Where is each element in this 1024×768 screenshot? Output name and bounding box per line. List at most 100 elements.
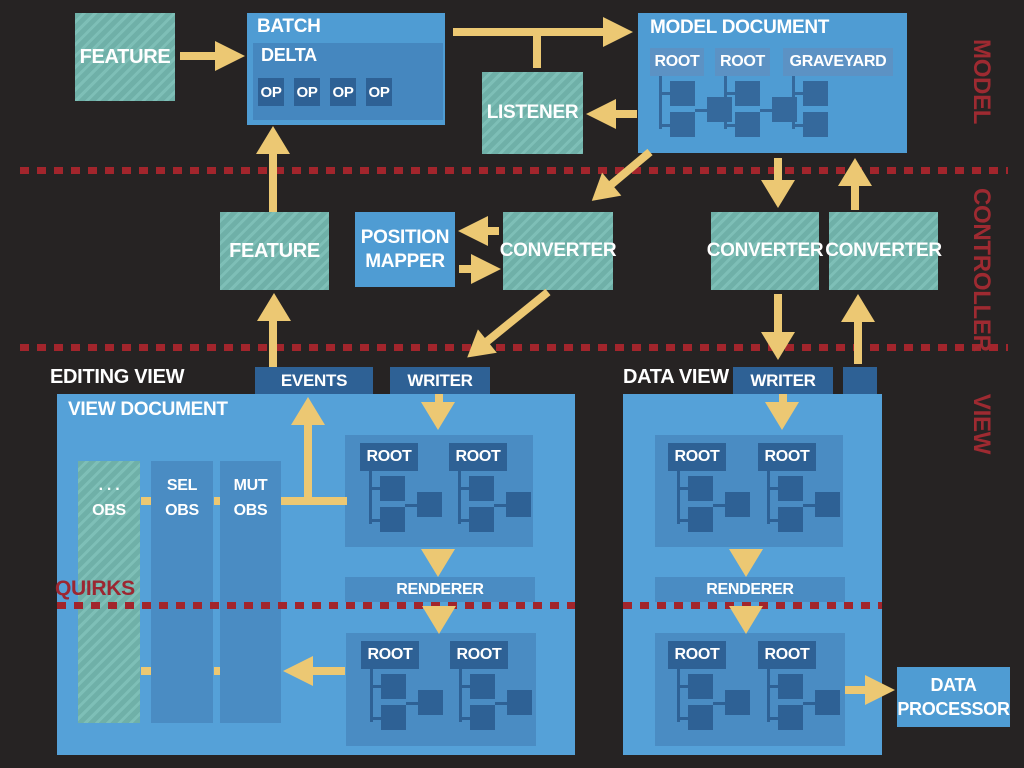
view-root-tree: ROOT	[449, 443, 541, 539]
op-box: OP	[294, 78, 320, 106]
tree-container-data-top: ROOT ROOT	[655, 435, 843, 547]
obs-link-dash	[214, 667, 220, 675]
op-box: OP	[330, 78, 356, 106]
editing-view-title: EDITING VIEW	[50, 366, 185, 388]
arrow-events-to-feature-head	[257, 293, 291, 321]
writer-data-label: WRITER	[750, 370, 816, 390]
arrow-tree-to-mut-obs-shaft	[312, 667, 345, 675]
view-root-tree: ROOT	[758, 641, 850, 737]
arrow-aux-to-converter-right-shaft	[854, 320, 862, 364]
model-root-tree: ROOT	[650, 48, 742, 144]
data-view-divider	[623, 602, 882, 609]
position-mapper-line1: POSITION	[360, 226, 450, 248]
root-header: ROOT	[668, 443, 726, 471]
batch-box: BATCH DELTA OP OP OP OP	[247, 13, 445, 125]
tree-container-editing-top: ROOT ROOT	[345, 435, 533, 547]
arrow-controller-feature-to-batch-shaft	[269, 150, 277, 212]
obs-other-line1: . . .	[98, 477, 120, 494]
root-header: ROOT	[450, 641, 508, 669]
events-label: EVENTS	[280, 370, 348, 390]
renderer-editing-label: RENDERER	[396, 580, 484, 598]
observer-column-other: . . . OBS	[78, 461, 140, 723]
arrow-converter-to-position-mapper-head	[458, 216, 488, 246]
feature-model-label: FEATURE	[79, 45, 171, 68]
arrow-model-document-to-listener-shaft	[614, 110, 637, 118]
view-root-tree: ROOT	[450, 641, 542, 737]
arrow-tree-to-renderer-data	[729, 549, 763, 577]
arrow-feature-to-batch-shaft	[180, 52, 218, 60]
op-label: OP	[296, 83, 318, 101]
quirks-divider	[57, 602, 575, 609]
writer-box-editing: WRITER	[390, 367, 490, 394]
batch-title: BATCH	[257, 16, 321, 37]
op-label: OP	[260, 83, 282, 101]
writer-box-data: WRITER	[733, 367, 833, 394]
converter-box-right: CONVERTER	[825, 212, 942, 290]
graveyard-tree: GRAVEYARD	[783, 48, 893, 144]
obs-mut-line1: MUT	[233, 477, 268, 494]
op-box: OP	[258, 78, 284, 106]
model-document-box: MODEL DOCUMENT ROOT ROOT GRAVEYARD	[638, 13, 907, 153]
arrow-writer-to-tree-editing-head	[421, 402, 455, 430]
obs-link-dash	[141, 497, 151, 505]
renderer-data-label: RENDERER	[706, 580, 794, 598]
view-document-title: VIEW DOCUMENT	[68, 399, 228, 420]
arrow-observers-to-events-shaft	[304, 423, 312, 503]
arrow-aux-to-converter-right-head	[841, 294, 875, 322]
arrow-position-mapper-to-converter-shaft	[459, 265, 473, 273]
events-box: EVENTS	[255, 367, 373, 394]
op-label: OP	[368, 83, 390, 101]
obs-other-line2: OBS	[92, 502, 126, 519]
arrow-converter-right-to-model-document-head	[838, 158, 872, 186]
renderer-box-data: RENDERER	[655, 577, 845, 602]
arrow-observers-to-events-head	[291, 397, 325, 425]
arrow-renderer-to-tree-editing	[422, 606, 456, 634]
renderer-box-editing: RENDERER	[345, 577, 535, 602]
view-root-tree: ROOT	[361, 641, 453, 737]
delta-title: DELTA	[261, 45, 317, 65]
arrow-model-document-to-converter	[582, 141, 660, 213]
root-header: ROOT	[668, 641, 726, 669]
controller-view-divider	[20, 344, 1008, 351]
listener-label: LISTENER	[486, 102, 579, 123]
arrow-converter-right-to-model-document-shaft	[851, 184, 859, 210]
arrow-converter-to-position-mapper-shaft	[485, 227, 499, 235]
obs-link-dash	[214, 497, 220, 505]
delta-box: DELTA OP OP OP OP	[253, 43, 443, 120]
feature-box-controller: FEATURE	[220, 212, 329, 290]
data-view-aux-box	[843, 367, 877, 394]
arrow-drop-to-listener	[533, 30, 541, 68]
listener-box: LISTENER	[482, 72, 583, 154]
position-mapper-line2: MAPPER	[365, 250, 445, 272]
arrow-converter-to-writer-editing	[457, 280, 558, 370]
arrow-tree-to-mut-obs-head	[283, 656, 313, 686]
writer-editing-label: WRITER	[407, 370, 473, 390]
data-processor-box: DATA PROCESSOR	[897, 667, 1010, 727]
op-box: OP	[366, 78, 392, 106]
data-processor-line1: DATA	[930, 675, 977, 695]
arrow-model-document-to-converter-mid-shaft	[774, 158, 782, 182]
tree-container-editing-bottom: ROOT ROOT	[346, 633, 536, 746]
arrow-writer-to-tree-data-shaft	[779, 394, 787, 404]
section-label-view: VIEW	[968, 393, 995, 455]
arrow-controller-feature-to-batch-head	[256, 126, 290, 154]
obs-link-dash	[141, 667, 151, 675]
arrow-converter-mid-to-writer-data-shaft	[774, 294, 782, 334]
arrow-batch-to-model-document-head	[603, 17, 633, 47]
root-header: ROOT	[360, 443, 418, 471]
data-processor-line2: PROCESSOR	[897, 699, 1010, 719]
arrow-converter-mid-to-writer-data-head	[761, 332, 795, 360]
quirks-label: QUIRKS	[55, 577, 135, 600]
observer-column-sel: SEL OBS	[151, 461, 213, 723]
arrow-position-mapper-to-converter-head	[471, 254, 501, 284]
root-header: ROOT	[449, 443, 507, 471]
root-header: ROOT	[650, 48, 704, 76]
converter-box-mid: CONVERTER	[707, 212, 824, 290]
arrow-tree-to-data-processor-head	[865, 675, 895, 705]
arrow-model-document-to-listener-head	[586, 99, 616, 129]
section-label-controller: CONTROLLER	[968, 188, 995, 352]
arrow-feature-to-batch-head	[215, 41, 245, 71]
feature-controller-label: FEATURE	[229, 239, 320, 262]
obs-sel-line2: OBS	[165, 502, 199, 519]
